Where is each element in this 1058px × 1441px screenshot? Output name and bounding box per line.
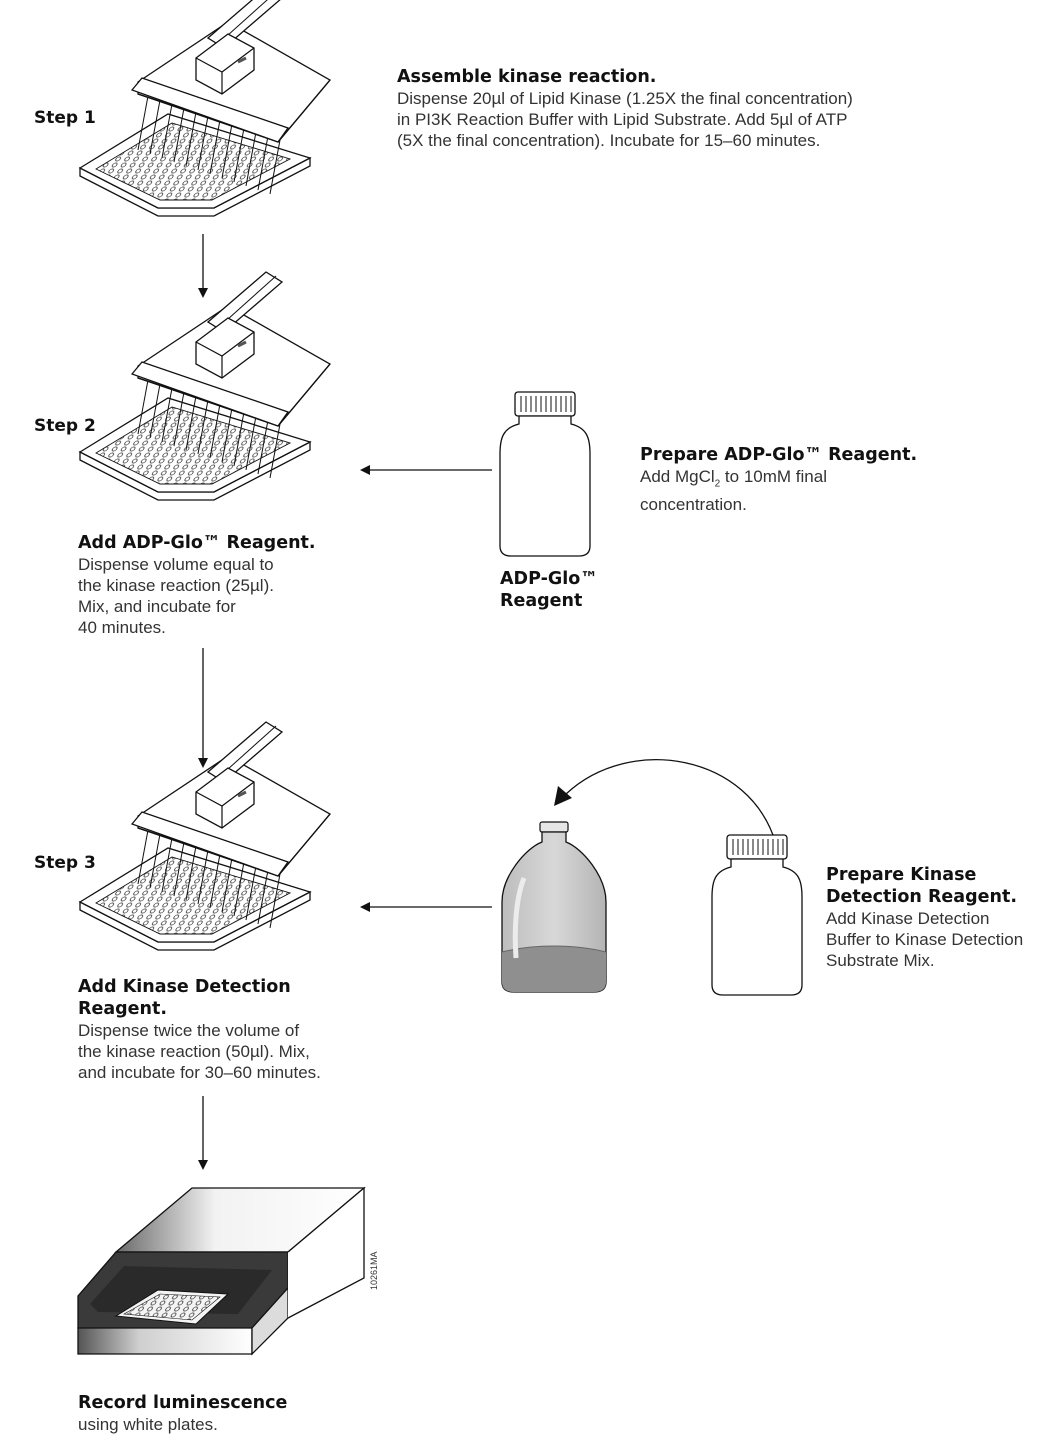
arrow-left-1 [360, 465, 492, 475]
arrow-down-3 [198, 1096, 208, 1170]
add-adp-block: Add ADP-Glo™ Reagent. Dispense volume eq… [78, 532, 316, 638]
add-kinase-line-3: and incubate for 30–60 minutes. [78, 1063, 321, 1082]
record-line: using white plates. [78, 1415, 218, 1434]
add-kinase-block: Add Kinase Detection Reagent. Dispense t… [78, 976, 321, 1083]
add-adp-line-1: Dispense volume equal to [78, 555, 274, 574]
assemble-kinase-block: Assemble kinase reaction. Dispense 20µl … [397, 66, 853, 151]
assemble-line-2: in PI3K Reaction Buffer with Lipid Subst… [397, 110, 848, 129]
multichannel-pipette-1 [78, 0, 332, 218]
arrow-left-2 [360, 902, 492, 912]
add-adp-title: Add ADP-Glo™ Reagent. [78, 533, 316, 553]
step-2-label: Step 2 [34, 416, 96, 436]
prepare-adp-line-1: Add MgCl2 to 10mM final [640, 467, 827, 490]
arrow-down-2 [198, 648, 208, 768]
add-adp-line-4: 40 minutes. [78, 618, 166, 637]
bottle-label-line-2: Reagent [500, 591, 583, 611]
prepare-kinase-line-2: Buffer to Kinase Detection [826, 930, 1024, 949]
add-kinase-title-2: Reagent. [78, 999, 168, 1019]
arrow-curved [554, 759, 777, 845]
prepare-kinase-title-1: Prepare Kinase [826, 865, 977, 885]
substrate-vial [501, 821, 607, 993]
prepare-adp-line-2: concentration. [640, 495, 747, 515]
add-kinase-title-1: Add Kinase Detection [78, 977, 291, 997]
add-adp-line-2: the kinase reaction (25µl). [78, 576, 274, 595]
prepare-kinase-block: Prepare Kinase Detection Reagent. Add Ki… [826, 864, 1023, 971]
add-kinase-line-2: the kinase reaction (50µl). Mix, [78, 1042, 310, 1061]
assemble-line-1: Dispense 20µl of Lipid Kinase (1.25X the… [397, 89, 853, 108]
add-adp-line-3: Mix, and incubate for [78, 597, 236, 616]
prepare-kinase-line-3: Substrate Mix. [826, 951, 935, 970]
step-1-label: Step 1 [34, 108, 96, 128]
arrow-down-1 [198, 234, 208, 298]
prepare-kinase-title-2: Detection Reagent. [826, 887, 1017, 907]
assemble-title: Assemble kinase reaction. [397, 67, 657, 87]
luminometer-illustration [77, 1186, 366, 1356]
record-block: Record luminescence using white plates. [78, 1392, 287, 1435]
assemble-line-3: (5X the final concentration). Incubate f… [397, 131, 821, 150]
adp-glo-reagent-bottle [499, 391, 591, 557]
prepare-adp-title: Prepare ADP-Glo™ Reagent. [640, 445, 918, 465]
multichannel-pipette-3 [78, 720, 332, 952]
kinase-detection-buffer-bottle [711, 834, 803, 996]
add-kinase-line-1: Dispense twice the volume of [78, 1021, 300, 1040]
prepare-kinase-line-1: Add Kinase Detection [826, 909, 990, 928]
multichannel-pipette-2 [78, 270, 332, 502]
bottle-label-line-1: ADP-Glo™ [500, 569, 598, 589]
record-title: Record luminescence [78, 1393, 288, 1413]
prepare-adp-block: Prepare ADP-Glo™ Reagent. Add MgCl2 to 1… [640, 444, 917, 515]
adp-glo-bottle-label: ADP-Glo™ Reagent [500, 568, 600, 612]
figure-code: 10261MA [369, 1251, 379, 1290]
step-3-label: Step 3 [34, 853, 96, 873]
